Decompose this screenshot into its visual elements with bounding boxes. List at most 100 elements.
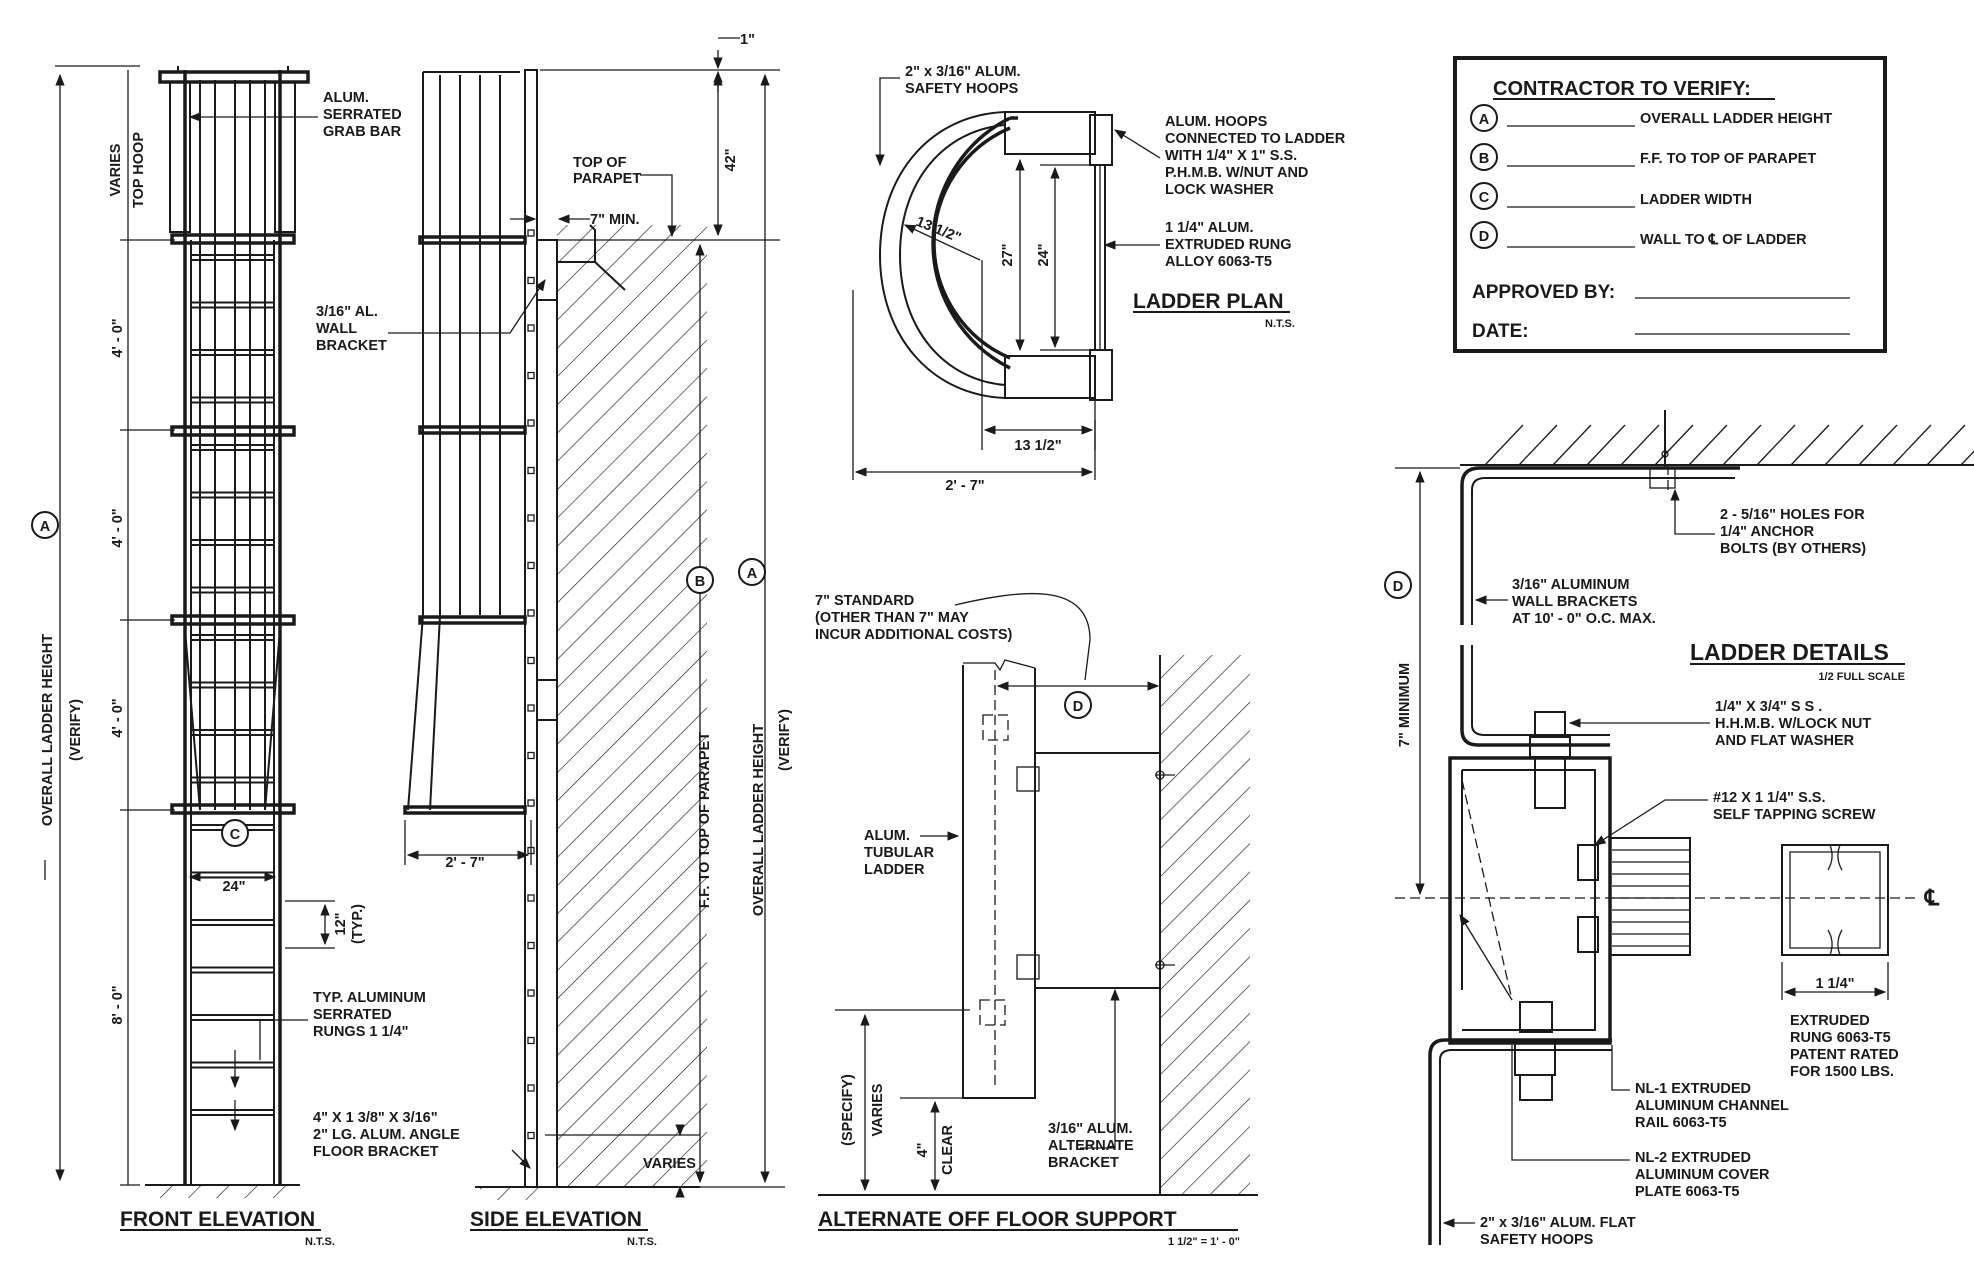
details-7-min: 7" MINIMUM (1397, 663, 1413, 747)
width-24: 24" (222, 879, 245, 895)
rail-hole (527, 894, 535, 902)
nl2-2: ALUMINUM COVER (1635, 1167, 1770, 1183)
plan-nts: N.T.S. (1265, 318, 1295, 330)
extruded-4: FOR 1500 LBS. (1790, 1064, 1894, 1080)
nl1-1: NL-1 EXTRUDED (1635, 1081, 1751, 1097)
plan-hoops-2: SAFETY HOOPS (905, 81, 1019, 97)
rung (190, 396, 275, 404)
hatch-line (1790, 424, 1830, 466)
rail-hole (527, 704, 535, 712)
plan-conn-2: CONNECTED TO LADDER (1165, 131, 1346, 147)
rungs-label-1: TYP. ALUMINUM (313, 990, 426, 1006)
ff-to-parapet: F.F. TO TOP OF PARAPET (697, 732, 713, 908)
rung (190, 301, 275, 309)
rail-hole (527, 514, 535, 522)
wall-bracket-1: 3/16" AL. (316, 304, 378, 320)
flat-hoops-2: SAFETY HOOPS (1480, 1232, 1594, 1248)
verify-mark-d: D (1479, 229, 1489, 245)
hatch-line (1586, 424, 1626, 466)
details-scale: 1/2 FULL SCALE (1818, 671, 1905, 683)
alt-tubular-1: ALUM. (864, 828, 910, 844)
rungs-label-2: SERRATED (313, 1007, 392, 1023)
holes-3: BOLTS (BY OTHERS) (1720, 541, 1866, 557)
grab-bar-label-1: ALUM. (323, 90, 369, 106)
alt-varies: VARIES (870, 1083, 886, 1136)
front-elevation-title: FRONT ELEVATION (120, 1208, 315, 1231)
side-42: 42" (723, 148, 739, 171)
alt-clear: CLEAR (940, 1125, 956, 1175)
hatch-line (1960, 450, 1974, 466)
side-7-min: 7" MIN. (590, 212, 640, 228)
hatch-line (1926, 424, 1966, 466)
hatch-line (1484, 424, 1524, 466)
contractor-verify-box: CONTRACTOR TO VERIFY: A OVERALL LADDER H… (1453, 56, 1887, 353)
plan-hoops-1: 2" x 3/16" ALUM. (905, 64, 1021, 80)
holes-2: 1/4" ANCHOR (1720, 524, 1815, 540)
side-verify: (VERIFY) (777, 709, 793, 771)
rail-hole (527, 751, 535, 760)
hatch-line (1722, 424, 1762, 466)
hatch-line (1620, 424, 1660, 466)
alt-title: ALTERNATE OFF FLOOR SUPPORT (818, 1208, 1177, 1231)
bolt-1: 1/4" X 3/4" S S . (1715, 699, 1822, 715)
varies-label: VARIES (108, 143, 124, 196)
rail-hole (527, 799, 535, 807)
plan-2-7: 2' - 7" (945, 478, 984, 494)
rail-hole (527, 1131, 535, 1140)
side-elevation: 1" 42" TOP OF PARAPET 7" MIN. 3/16" AL. … (316, 32, 793, 1248)
rung (190, 539, 275, 546)
side-mark-b: B (695, 574, 705, 590)
rail-hole (527, 941, 535, 950)
alt-standard-2: (OTHER THAN 7" MAY (815, 610, 969, 626)
screw-2: SELF TAPPING SCREW (1713, 807, 1876, 823)
verify-mark-c: C (1479, 190, 1490, 206)
side-rail-holes (527, 229, 535, 1140)
verify-mark-a: A (1479, 112, 1490, 128)
front-mark-c: C (230, 827, 241, 843)
rung (190, 349, 275, 356)
plan-conn-1: ALUM. HOOPS (1165, 114, 1268, 130)
rung (190, 729, 275, 736)
centerline-mark: ℄ (1924, 885, 1940, 910)
rung (190, 586, 275, 594)
side-top-1in: 1" (740, 32, 755, 48)
rung (190, 1109, 275, 1116)
wall-bracket-2: WALL (316, 321, 357, 337)
hatch-line (1756, 424, 1796, 466)
rungs-label-3: RUNGS 1 1/4" (313, 1024, 409, 1040)
rail-hole (527, 229, 535, 237)
top-of-parapet-2: PARAPET (573, 171, 641, 187)
alt-standard-1: 7" STANDARD (815, 593, 914, 609)
plan-13-5: 13 1/2" (1014, 438, 1061, 454)
rail-hole (527, 466, 535, 475)
rung (190, 444, 275, 451)
alt-standard-3: INCUR ADDITIONAL COSTS) (815, 627, 1013, 643)
rail-hole (527, 989, 535, 997)
spacing-typ: (TYP.) (350, 904, 366, 944)
alt-mark-d: D (1073, 699, 1083, 715)
rail-hole (527, 656, 535, 665)
extruded-3: PATENT RATED (1790, 1047, 1899, 1063)
side-overall: OVERALL LADDER HEIGHT (751, 724, 767, 916)
rung-stub-lines (1612, 849, 1690, 947)
rail-hole (527, 371, 535, 380)
hatch-line (1824, 424, 1864, 466)
verify-label-d: WALL TO ℄ OF LADDER (1640, 232, 1807, 248)
hatch-line (1654, 424, 1694, 466)
verify-mark-b: B (1479, 151, 1489, 167)
rail-hole (527, 561, 535, 570)
front-overall-label: OVERALL LADDER HEIGHT (40, 634, 56, 826)
verify-label-c: LADDER WIDTH (1640, 192, 1752, 208)
hatch-line (1518, 424, 1558, 466)
extruded-1: EXTRUDED (1790, 1013, 1870, 1029)
top-of-parapet-1: TOP OF (573, 155, 627, 171)
side-nts: N.T.S. (627, 1236, 657, 1248)
front-nts: N.T.S. (305, 1236, 335, 1248)
hatch-line (1858, 424, 1898, 466)
hatch-line (1892, 424, 1932, 466)
verify-label-a: OVERALL LADDER HEIGHT (1640, 111, 1832, 127)
front-elevation: VARIES TOP HOOP 4' - 0" 4' - 0" 4' - 0" … (31, 65, 460, 1248)
hatch-line (1688, 424, 1728, 466)
rail-hole (527, 1036, 535, 1045)
